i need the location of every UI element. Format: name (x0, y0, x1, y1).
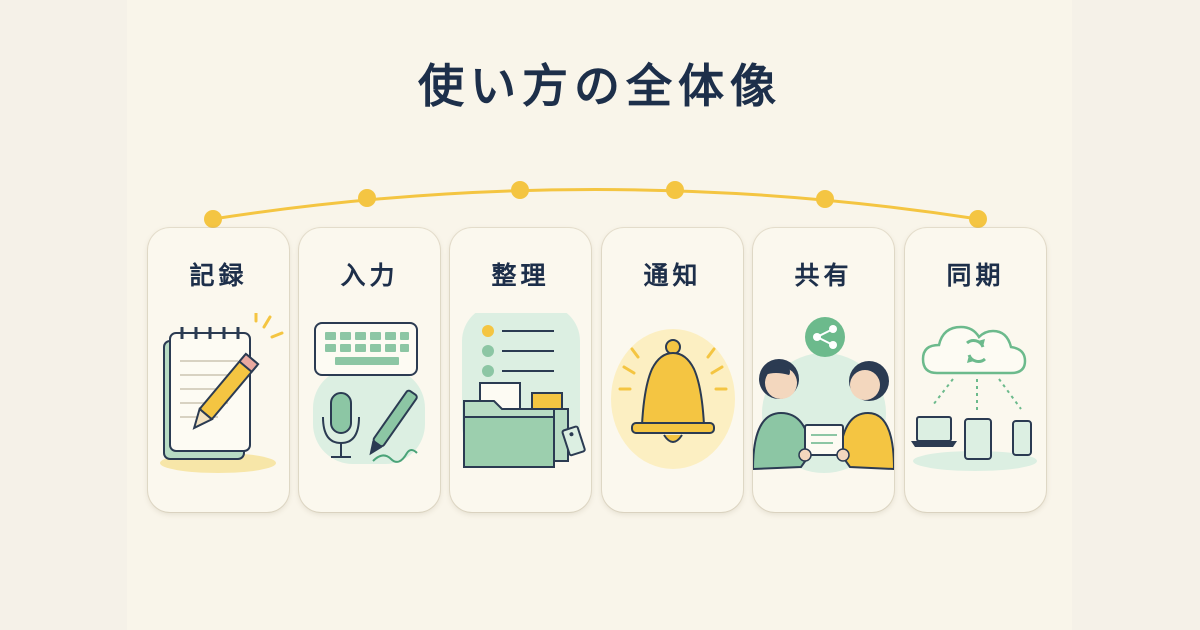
step-label-share: 共有 (794, 261, 853, 290)
cloud-sync-devices-icon (911, 325, 1037, 471)
notepad-pencil-icon (160, 313, 284, 473)
step-card-organize[interactable]: 整理 (450, 228, 591, 512)
timeline-dot-1 (204, 210, 222, 228)
step-card-notify[interactable]: 通知 (602, 228, 743, 512)
step-label-sync: 同期 (946, 261, 1005, 290)
step-card-record[interactable]: 記録 (148, 228, 289, 512)
timeline-dot-6 (969, 210, 987, 228)
page-title: 使い方の全体像 (418, 59, 782, 113)
step-card-sync[interactable]: 同期 (905, 228, 1046, 512)
timeline-dot-2 (358, 189, 376, 207)
step-label-record: 記録 (189, 261, 248, 290)
bell-icon (611, 329, 735, 469)
list-folder-icon (462, 313, 586, 468)
timeline-dot-5 (816, 190, 834, 208)
step-label-notify: 通知 (643, 261, 702, 290)
timeline-dot-4 (666, 181, 684, 199)
step-label-input: 入力 (340, 261, 399, 290)
step-card-input[interactable]: 入力 (299, 228, 440, 512)
step-label-organize: 整理 (491, 261, 550, 290)
people-share-icon (753, 317, 894, 473)
timeline-dot-3 (511, 181, 529, 199)
step-card-share[interactable]: 共有 (753, 228, 894, 512)
keyboard-mic-pen-icon (313, 322, 425, 464)
